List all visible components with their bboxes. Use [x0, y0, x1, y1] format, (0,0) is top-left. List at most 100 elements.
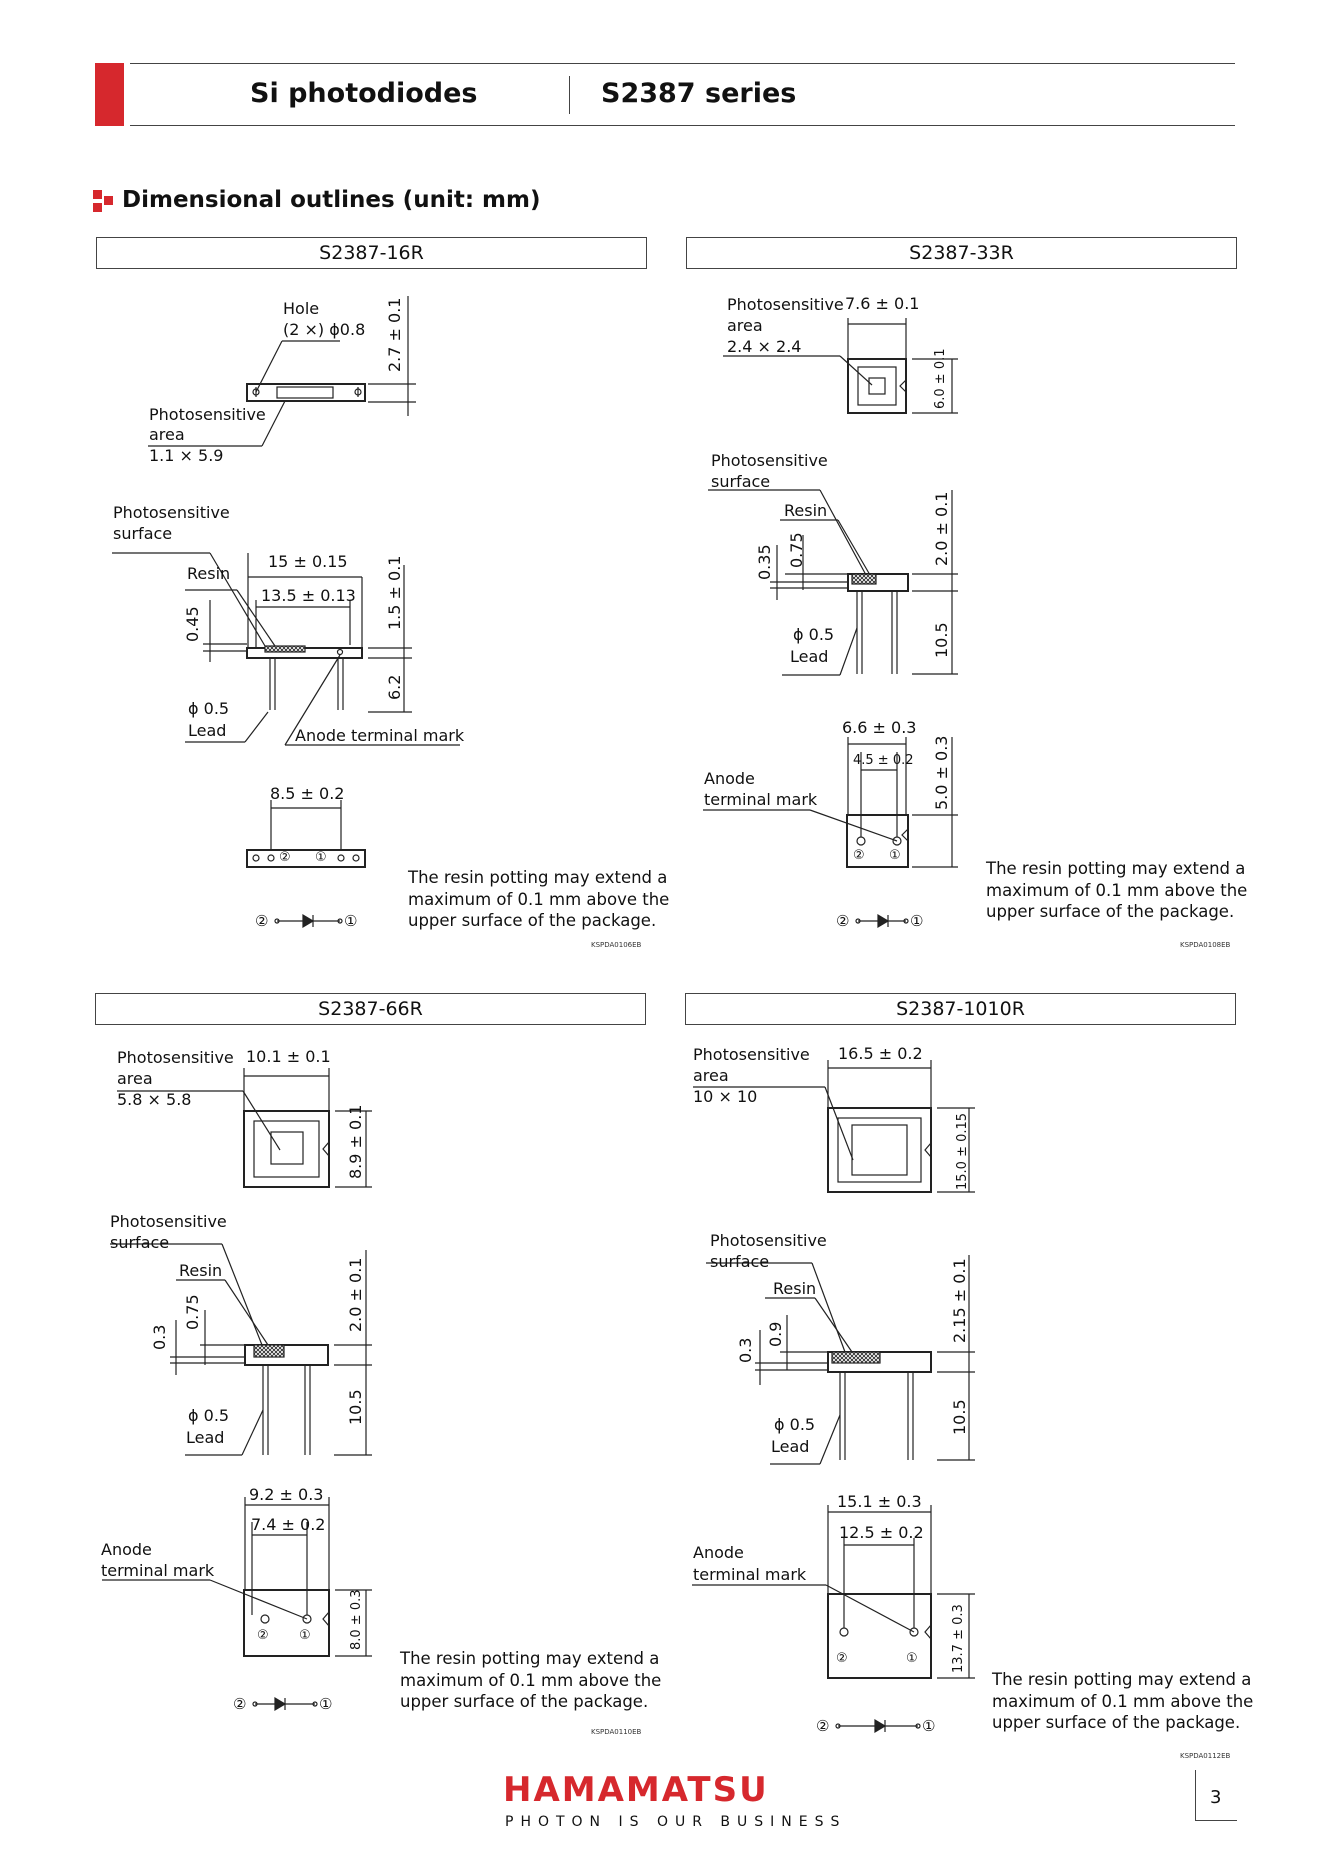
note-33r-3: upper surface of the package.: [986, 902, 1235, 921]
header-product-family: Si photodiodes: [250, 78, 478, 109]
label-33r-lead: Lead: [790, 647, 829, 666]
drawing-33r-top-view: [723, 318, 958, 414]
label-16r-ps-surface-2: surface: [113, 524, 173, 543]
note-33r-1: The resin potting may extend a: [986, 859, 1246, 878]
label-66r-ps-area-2: area: [117, 1069, 153, 1088]
dim-16r-15: 15 ± 0.15: [268, 552, 348, 571]
dim-33r-0-35: 0.35: [755, 544, 774, 580]
label-66r-ps-surface-2: surface: [110, 1233, 170, 1252]
label-16r-lead: Lead: [188, 721, 227, 740]
dim-1010r-15-0: 15.0 ± 0.15: [955, 1112, 970, 1190]
label-66r-anode-2: terminal mark: [101, 1561, 215, 1580]
drawing-66r-bottom-view: [102, 1497, 372, 1657]
label-16r-ps-area-3: 1.1 × 5.9: [149, 446, 224, 465]
label-1010r-ps-area-2: area: [693, 1066, 729, 1085]
label-1010r-resin: Resin: [773, 1279, 817, 1298]
drawing-16r-side-view: [112, 552, 460, 746]
panel-title-s2387-16r: S2387-16R: [96, 237, 647, 269]
dim-33r-6-0: 6.0 ± 0.1: [933, 348, 948, 409]
dim-1010r-0-3: 0.3: [736, 1337, 755, 1363]
hamamatsu-logo: HAMAMATSU: [503, 1770, 769, 1810]
dim-33r-10-5: 10.5: [932, 622, 951, 658]
label-1010r-ps-area-1: Photosensitive: [693, 1045, 810, 1064]
header-product-series: S2387 series: [601, 78, 797, 109]
label-33r-ps-area-1: Photosensitive: [727, 295, 844, 314]
dim-16r-8-5: 8.5 ± 0.2: [270, 784, 345, 803]
dim-33r-6-6: 6.6 ± 0.3: [842, 718, 917, 737]
label-1010r-lead: Lead: [771, 1437, 810, 1456]
label-1010r-anode-2: terminal mark: [693, 1565, 807, 1584]
dim-66r-0-3: 0.3: [150, 1324, 169, 1350]
schematic-1010r-pin1: ①: [922, 1717, 936, 1735]
dim-16r-6-2: 6.2: [385, 674, 404, 700]
label-16r-hole: Hole: [283, 299, 320, 318]
pin-33r-2: ②: [853, 848, 865, 863]
drawing-1010r-bottom-view: [692, 1505, 975, 1679]
label-66r-lead-dia: ϕ 0.5: [188, 1406, 230, 1425]
label-1010r-lead-dia: ϕ 0.5: [774, 1415, 816, 1434]
label-16r-hole-value: (2 ×) ϕ0.8: [283, 320, 366, 339]
schematic-33r-pin2: ②: [836, 912, 850, 930]
schematic-33r-pin1: ①: [910, 912, 924, 930]
drawing-33r-side-view: [708, 489, 958, 676]
dim-66r-8-0: 8.0 ± 0.3: [349, 1589, 364, 1650]
dim-16r-0-45: 0.45: [183, 606, 202, 642]
page-number: 3: [1210, 1787, 1222, 1808]
label-1010r-ps-surface-1: Photosensitive: [710, 1231, 827, 1250]
note-1010r-1: The resin potting may extend a: [992, 1670, 1252, 1689]
dim-66r-0-75: 0.75: [183, 1294, 202, 1330]
note-16r-1: The resin potting may extend a: [408, 868, 668, 887]
pin-33r-1: ①: [889, 848, 901, 863]
label-16r-ps-area-2: area: [149, 425, 185, 444]
schematic-16r-pin1: ①: [344, 912, 358, 930]
header-bottom-rule: [130, 125, 1235, 126]
header-top-rule: [130, 63, 1235, 64]
header-red-block: [95, 63, 124, 126]
drawing-33r-schematic: [855, 913, 909, 929]
label-33r-resin: Resin: [784, 501, 828, 520]
dim-66r-9-2: 9.2 ± 0.3: [249, 1485, 324, 1504]
code-16r: KSPDA0106EB: [591, 941, 642, 949]
drawing-16r-bottom-view: [246, 800, 366, 868]
label-33r-ps-area-3: 2.4 × 2.4: [727, 337, 802, 356]
brand-tagline: PHOTON IS OUR BUSINESS: [505, 1814, 847, 1830]
dim-33r-0-75: 0.75: [787, 532, 806, 568]
drawing-1010r-top-view: [693, 1060, 975, 1193]
label-66r-anode-1: Anode: [101, 1540, 152, 1559]
dim-1010r-10-5: 10.5: [950, 1399, 969, 1435]
dim-16r-13-5: 13.5 ± 0.13: [261, 586, 356, 605]
label-16r-resin: Resin: [187, 564, 231, 583]
dim-1010r-16-5: 16.5 ± 0.2: [838, 1044, 923, 1063]
label-33r-ps-area-2: area: [727, 316, 763, 335]
dim-66r-7-4: 7.4 ± 0.2: [251, 1515, 326, 1534]
note-16r-2: maximum of 0.1 mm above the: [408, 890, 670, 909]
pin-1010r-1: ①: [906, 1651, 918, 1666]
code-66r: KSPDA0110EB: [591, 1728, 642, 1736]
label-16r-ps-surface-1: Photosensitive: [113, 503, 230, 522]
label-1010r-ps-area-3: 10 × 10: [693, 1087, 758, 1106]
label-66r-lead: Lead: [186, 1428, 225, 1447]
label-33r-ps-surface-2: surface: [711, 472, 771, 491]
drawing-1010r-side-view: [706, 1255, 975, 1465]
dim-66r-10-5: 10.5: [346, 1389, 365, 1425]
note-66r-3: upper surface of the package.: [400, 1692, 649, 1711]
drawing-33r-bottom-view: [703, 737, 958, 868]
section-title: Dimensional outlines (unit: mm): [122, 187, 541, 213]
pin-66r-1: ①: [299, 1628, 311, 1643]
label-66r-ps-surface-1: Photosensitive: [110, 1212, 227, 1231]
dim-33r-7-6: 7.6 ± 0.1: [845, 294, 920, 313]
note-66r-1: The resin potting may extend a: [400, 1649, 660, 1668]
label-33r-ps-surface-1: Photosensitive: [711, 451, 828, 470]
section-marker-icon: [93, 190, 113, 212]
note-1010r-3: upper surface of the package.: [992, 1713, 1241, 1732]
drawing-66r-schematic: [252, 1696, 318, 1712]
label-16r-lead-dia: ϕ 0.5: [188, 699, 230, 718]
dim-33r-2-0: 2.0 ± 0.1: [932, 491, 951, 566]
drawing-1010r-schematic: [835, 1718, 921, 1734]
pin-16r-2: ②: [279, 850, 291, 865]
schematic-66r-pin1: ①: [319, 1695, 333, 1713]
dim-33r-5-0: 5.0 ± 0.3: [932, 735, 951, 810]
drawing-16r-schematic: [274, 913, 343, 929]
panel-title-s2387-1010r: S2387-1010R: [685, 993, 1236, 1025]
